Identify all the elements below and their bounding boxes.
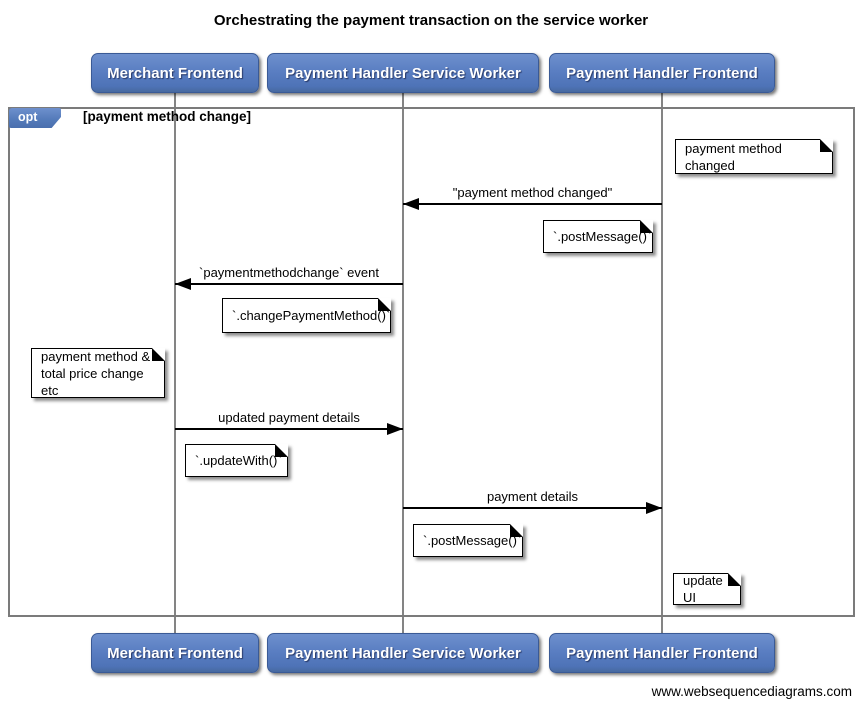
note-payment-method-total-price: payment method & total price change etc [31, 348, 165, 398]
diagram-title: Orchestrating the payment transaction on… [213, 12, 649, 29]
opt-frame [8, 107, 855, 617]
message-paymentmethodchange-event: `paymentmethodchange` event [175, 265, 403, 290]
note-post-message-1: `.postMessage()` [543, 220, 653, 253]
message-payment-method-changed: "payment method changed" [403, 185, 662, 210]
message-line [403, 507, 662, 509]
actor-bottom-merchant-frontend: Merchant Frontend [91, 633, 259, 673]
lifeline-payment-handler-service-worker [402, 93, 404, 633]
actor-bottom-payment-handler-frontend: Payment Handler Frontend [549, 633, 775, 673]
footer-watermark: www.websequencediagrams.com [651, 684, 852, 699]
lifeline-merchant-frontend [174, 93, 176, 633]
message-line [403, 203, 662, 205]
note-update-with: `.updateWith()` [185, 444, 288, 477]
note-change-payment-method: `.changePaymentMethod()` [222, 298, 391, 333]
message-label: updated payment details [218, 410, 360, 425]
actor-top-merchant-frontend: Merchant Frontend [91, 53, 259, 93]
actor-top-payment-handler-service-worker: Payment Handler Service Worker [267, 53, 539, 93]
arrowhead-left-icon [403, 198, 419, 210]
arrowhead-right-icon [387, 423, 403, 435]
note-update-ui: update UI [673, 573, 741, 605]
lifeline-payment-handler-frontend [661, 93, 663, 633]
actor-bottom-payment-handler-service-worker: Payment Handler Service Worker [267, 633, 539, 673]
message-label: payment details [486, 489, 579, 504]
note-post-message-2: `.postMessage()` [413, 524, 523, 557]
arrowhead-right-icon [646, 502, 662, 514]
message-line [175, 283, 403, 285]
message-label: "payment method changed" [452, 185, 613, 200]
message-updated-payment-details: updated payment details [175, 410, 403, 435]
note-payment-method-changed: payment method changed [675, 139, 833, 174]
message-payment-details: payment details [403, 489, 662, 514]
opt-guard-label: [payment method change] [83, 109, 252, 124]
message-line [175, 428, 403, 430]
message-label: `paymentmethodchange` event [199, 265, 379, 280]
arrowhead-left-icon [175, 278, 191, 290]
actor-top-payment-handler-frontend: Payment Handler Frontend [549, 53, 775, 93]
opt-operator-tab: opt [9, 108, 61, 128]
